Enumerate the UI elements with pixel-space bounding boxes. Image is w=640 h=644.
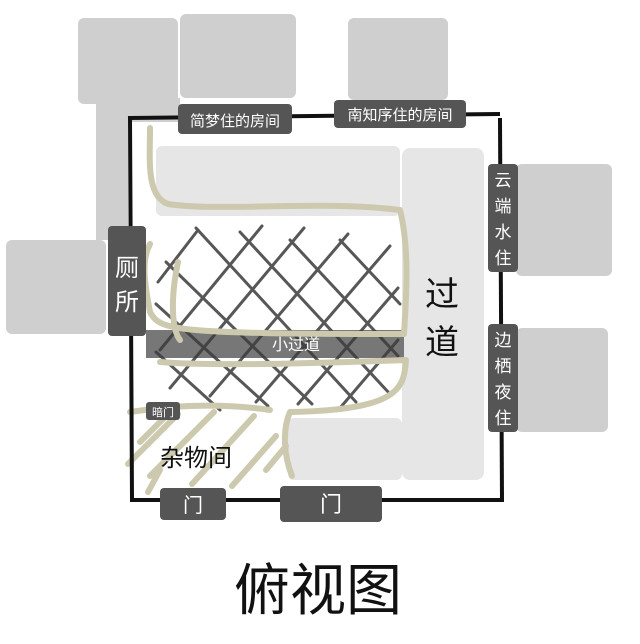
room-label-yunduan-char: 水 — [495, 223, 512, 243]
room-block-left-tall — [96, 100, 128, 240]
room-label-toilet-char: 所 — [115, 288, 139, 316]
label-tab-bianqi — [488, 324, 518, 432]
room-label-bianqi-char: 住 — [495, 409, 512, 429]
room-block-top-left — [78, 18, 178, 104]
label-tab-dimeng — [178, 104, 292, 134]
room-label-yunduan-char: 住 — [495, 249, 512, 269]
corridor-label-char: 道 — [425, 323, 459, 363]
room-label-yunduan-char: 云 — [495, 171, 512, 191]
label-tab-door-right — [280, 486, 382, 522]
door-label-right: 门 — [320, 493, 342, 518]
label-tab-secret-door — [146, 402, 180, 420]
storage-label: 杂物间 — [160, 444, 232, 472]
room-block-top-center — [180, 14, 296, 98]
small-corridor-label: 小过道 — [272, 335, 320, 354]
hatch-pattern — [154, 224, 402, 412]
room-label-yunduan-char: 端 — [495, 197, 512, 217]
corridor-label-char: 过 — [425, 275, 459, 315]
room-label-dimeng: 简梦住的房间 — [190, 112, 280, 130]
floor-block-corridor — [402, 148, 484, 480]
room-label-bianqi-char: 栖 — [495, 357, 512, 377]
corridor-label: 过 道 — [425, 275, 459, 363]
room-label-toilet: 厕 所 — [115, 254, 139, 316]
floor-block-lower — [288, 418, 402, 480]
label-tab-yunduan — [488, 164, 518, 272]
room-label-bianqi-char: 夜 — [495, 383, 512, 403]
room-block-right-top — [516, 164, 612, 276]
room-label-nanzhi: 南知序住的房间 — [347, 106, 452, 124]
label-tab-toilet — [108, 226, 146, 336]
label-tab-door-left — [160, 488, 226, 520]
floor-block-top — [156, 146, 400, 216]
diagram-title: 俯视图 — [234, 559, 402, 624]
room-label-yunduan: 云 端 水 住 — [495, 171, 512, 269]
room-block-top-right — [348, 18, 448, 100]
room-block-right-bottom — [516, 328, 608, 432]
label-tab-nanzhi — [334, 100, 466, 128]
door-label-left: 门 — [183, 493, 203, 517]
secret-door-label: 暗门 — [152, 405, 174, 419]
room-label-bianqi-char: 边 — [495, 331, 512, 351]
room-label-bianqi: 边 栖 夜 住 — [495, 331, 512, 429]
room-block-left-mid — [6, 240, 106, 334]
room-label-toilet-char: 厕 — [115, 254, 139, 282]
